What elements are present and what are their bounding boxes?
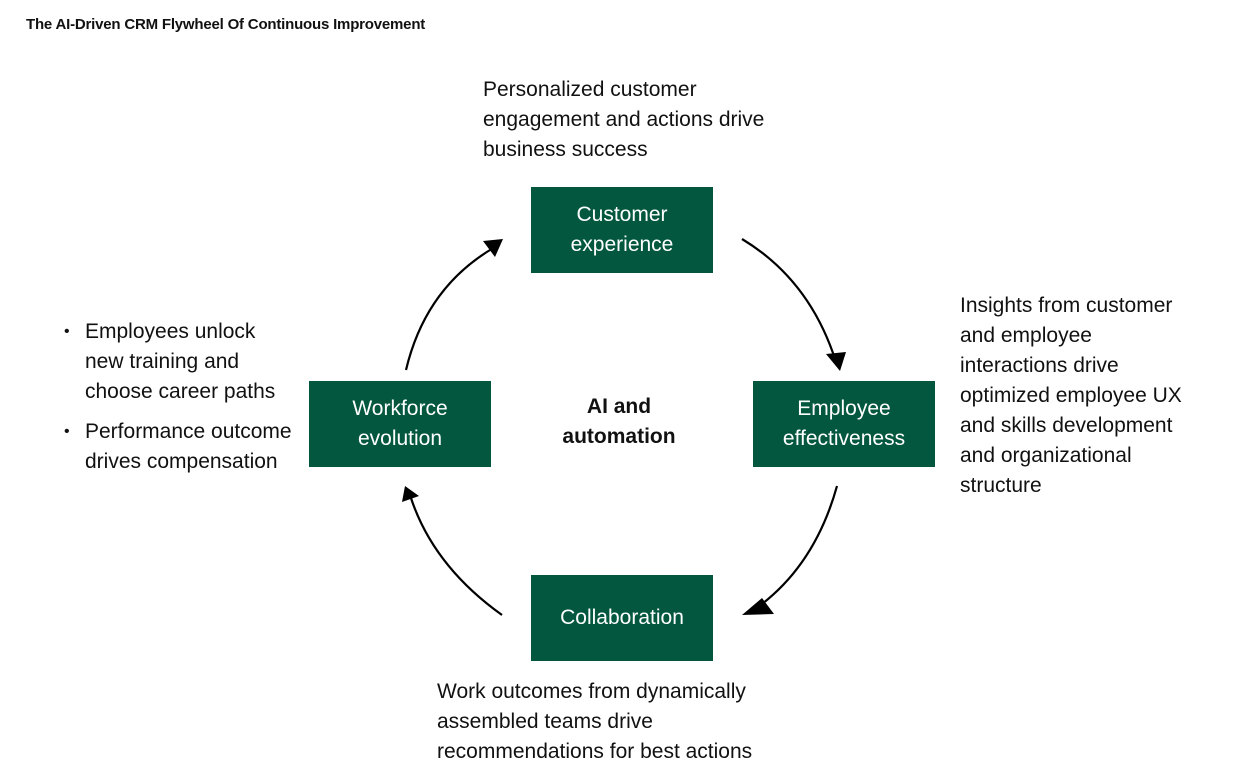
arrow-workforce-to-customer-head <box>483 239 503 257</box>
node-employee-line2: effectiveness <box>782 427 906 450</box>
arrow-workforce-to-customer <box>404 249 491 371</box>
node-customer-experience: Customer experience <box>531 187 713 273</box>
bullet-icon: • <box>64 323 70 340</box>
arrow-customer-to-employee <box>741 238 838 363</box>
node-collaboration: Collaboration <box>531 575 713 661</box>
bullet-icon: • <box>64 423 70 440</box>
description-employee: Insights from customer and employee inte… <box>960 294 1182 497</box>
description-workforce-item-text: Employees unlock new training and choose… <box>85 320 276 403</box>
description-workforce-item-text: Performance outcome drives compensation <box>85 420 292 473</box>
node-workforce-line1: Workforce <box>352 397 448 420</box>
arrow-employee-to-collaboration-head <box>742 598 774 615</box>
arrow-collaboration-to-workforce <box>408 494 503 616</box>
arrow-collaboration-to-workforce-head <box>402 486 419 502</box>
node-workforce-evolution: Workforce evolution <box>309 381 491 467</box>
description-workforce-list: • Employees unlock new training and choo… <box>62 317 292 487</box>
description-collaboration: Work outcomes from dynamically assembled… <box>437 680 753 763</box>
description-workforce-item: • Performance outcome drives compensatio… <box>62 417 292 477</box>
node-collaboration-line1: Collaboration <box>560 606 684 629</box>
node-workforce-line2: evolution <box>357 427 443 450</box>
arrow-employee-to-collaboration <box>757 485 839 608</box>
diagram-title: The AI-Driven CRM Flywheel Of Continuous… <box>26 16 426 33</box>
center-label: AI and automation <box>534 392 704 452</box>
description-customer: Personalized customer engagement and act… <box>483 78 765 161</box>
description-workforce-item: • Employees unlock new training and choo… <box>62 317 292 407</box>
arrow-customer-to-employee-head <box>826 352 846 371</box>
center-label-line1: AI and <box>586 395 652 418</box>
node-employee-effectiveness: Employee effectiveness <box>753 381 935 467</box>
center-label-line2: automation <box>562 425 676 448</box>
node-employee-line1: Employee <box>797 397 891 420</box>
node-customer-line1: Customer <box>576 203 668 226</box>
node-customer-line2: experience <box>570 233 674 256</box>
